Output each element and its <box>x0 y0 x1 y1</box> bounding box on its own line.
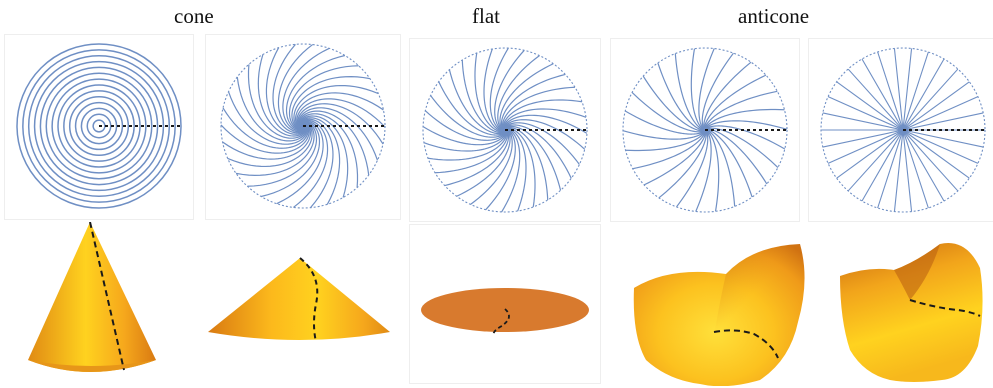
label-flat: flat <box>472 4 500 28</box>
flat-disc-seam <box>492 308 510 336</box>
label-cone: cone <box>174 4 214 28</box>
ring-line <box>74 101 124 151</box>
fiber-line <box>704 90 778 129</box>
radial-line <box>902 112 984 131</box>
radial-line <box>902 129 984 148</box>
radial-line <box>902 81 970 131</box>
anticone-hyperbolic-ridge <box>894 244 940 300</box>
fiber-line <box>631 92 705 133</box>
shallow-cone-body <box>208 258 390 340</box>
radial-line <box>877 51 904 131</box>
radial-line <box>902 68 959 131</box>
fiber-line <box>658 131 707 199</box>
ring-line <box>86 113 112 139</box>
ring-line <box>57 84 141 168</box>
director-field-cone-spiral <box>212 38 394 216</box>
fiber-line <box>698 48 715 130</box>
fiber-line <box>690 48 704 131</box>
fiber-line <box>676 130 709 208</box>
anticone-hyperbolic-body <box>840 243 983 382</box>
radial-line <box>847 68 904 131</box>
boundary-circle <box>220 43 386 209</box>
fiber-line <box>705 127 779 168</box>
director-field-anticone-spiral <box>614 42 796 220</box>
radial-line <box>827 96 904 131</box>
fiber-line <box>625 131 706 152</box>
radial-line <box>836 129 904 179</box>
panel-frame-6 <box>409 224 601 384</box>
tall-cone-base <box>28 360 156 372</box>
ring-line <box>92 119 106 133</box>
radial-line <box>861 58 904 131</box>
ring-line <box>22 49 176 203</box>
panel-frame-4 <box>610 38 800 222</box>
ring-line <box>33 60 165 192</box>
radial-line <box>902 129 929 209</box>
fiber-line <box>642 75 704 132</box>
surface-anticone-saddle <box>630 240 810 386</box>
tall-cone-seam <box>89 222 125 371</box>
panel-frame-2 <box>205 34 401 220</box>
fiber-line <box>701 52 734 130</box>
fiber-line <box>704 108 785 129</box>
radial-line <box>827 129 904 164</box>
fiber-line <box>643 131 707 186</box>
fiber-line <box>705 120 788 130</box>
fiber-line <box>703 74 767 129</box>
ring-line <box>45 72 153 180</box>
radial-line <box>902 129 913 212</box>
radial-line <box>902 58 945 131</box>
radial-line <box>836 81 904 131</box>
radial-line <box>822 112 904 131</box>
surface-anticone-hyperbolic <box>834 240 986 386</box>
director-field-cone-circles <box>8 38 190 216</box>
radial-line <box>902 48 913 131</box>
anticone-hyperbolic-seam <box>909 299 981 317</box>
radial-line <box>902 129 970 179</box>
surface-flat-disc <box>420 282 590 342</box>
tall-cone-body <box>28 222 156 372</box>
radial-line <box>902 51 929 131</box>
panel-frame-1 <box>4 34 194 220</box>
label-anticone: anticone <box>738 4 810 28</box>
radial-line <box>902 129 979 164</box>
director-field-flat-spiral <box>414 42 596 220</box>
radial-line <box>893 48 904 131</box>
panel-frame-3 <box>409 38 601 222</box>
fiber-line <box>622 130 705 140</box>
fiber-line <box>706 129 720 212</box>
ring-line <box>80 107 118 145</box>
fiber-line <box>705 125 786 150</box>
fiber-line <box>657 62 704 131</box>
radial-line <box>902 96 979 131</box>
fiber-line <box>632 131 706 170</box>
boundary-circle <box>622 47 788 213</box>
ring-line <box>16 43 182 209</box>
radial-line <box>893 129 904 212</box>
radial-line <box>822 129 904 148</box>
radial-line <box>902 129 959 192</box>
boundary-circle <box>422 47 588 213</box>
fiber-line <box>247 64 307 139</box>
anticone-saddle-shade <box>714 244 800 336</box>
ring-line <box>51 78 147 174</box>
surface-shallow-cone <box>204 252 396 348</box>
panel-frame-5 <box>808 38 993 222</box>
anticone-saddle-seam <box>713 329 779 359</box>
fiber-line <box>624 110 705 135</box>
ring-line <box>68 95 130 157</box>
fiber-line <box>674 53 704 131</box>
radial-line <box>902 129 945 202</box>
director-field-anticone-radial <box>812 42 993 220</box>
radial-line <box>847 129 904 192</box>
fiber-line <box>695 130 712 212</box>
ring-line <box>27 54 171 198</box>
fiber-line <box>703 61 752 129</box>
surface-tall-cone <box>20 222 170 382</box>
radial-line <box>861 129 904 202</box>
ring-line <box>39 66 159 186</box>
radial-line <box>877 129 904 209</box>
ring-line <box>63 90 135 162</box>
